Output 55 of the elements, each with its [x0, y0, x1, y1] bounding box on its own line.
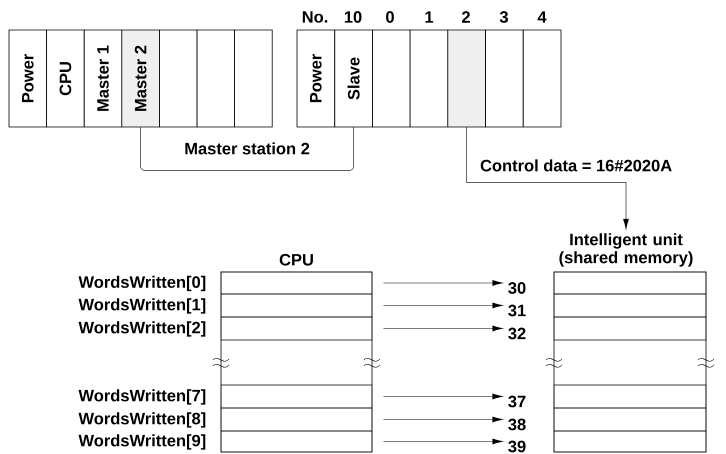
- row-label: WordsWritten[7]: [78, 389, 206, 405]
- module-slot: Slave: [334, 30, 373, 128]
- row-label: WordsWritten[0]: [78, 276, 206, 292]
- table-row: [554, 384, 706, 408]
- table-row: [554, 316, 706, 340]
- slot-number: 10: [344, 11, 362, 23]
- module-slot: [234, 30, 273, 128]
- table-row: [220, 294, 372, 318]
- module-slot: [447, 30, 486, 128]
- module-slot: [485, 30, 524, 128]
- row-label: WordsWritten[1]: [78, 298, 206, 314]
- table-row: [220, 384, 372, 408]
- slot-number: 2: [462, 11, 470, 23]
- address-number: 31: [508, 304, 526, 316]
- module-slot: CPU: [46, 30, 85, 128]
- module-slot: [522, 30, 562, 128]
- arrow: [383, 326, 503, 332]
- row-label: WordsWritten[8]: [78, 412, 206, 428]
- row-label: WordsWritten[9]: [78, 434, 206, 450]
- table-row: [554, 408, 706, 432]
- address-number: 37: [508, 396, 526, 408]
- arrow: [383, 394, 503, 400]
- table-row: [220, 430, 372, 452]
- slot-number: 3: [500, 11, 508, 23]
- slot-number: 4: [538, 11, 546, 23]
- module-slot: Power: [296, 30, 336, 128]
- edge-label: Control data = 16#2020A: [480, 159, 672, 172]
- module-slot: [196, 30, 235, 128]
- arrow: [383, 280, 503, 286]
- table-row: [554, 272, 706, 294]
- table-row: [554, 430, 706, 452]
- address-number: 32: [508, 328, 526, 340]
- arrow: [383, 438, 503, 444]
- edge-label: Master station 2: [185, 142, 310, 154]
- arrow: [383, 416, 503, 422]
- slot-number: No.: [302, 11, 328, 23]
- address-number: 39: [508, 440, 526, 452]
- slot-number: 1: [425, 11, 434, 23]
- arrow: [383, 302, 503, 308]
- arrow: [466, 127, 629, 230]
- slot-number: 0: [386, 11, 394, 23]
- row-label: WordsWritten[2]: [78, 321, 206, 337]
- module-slot: Master 2: [121, 30, 160, 128]
- table-heading: Intelligent unit (shared memory): [559, 233, 693, 267]
- table-row: [220, 316, 372, 340]
- table-row: [220, 408, 372, 432]
- address-number: 38: [508, 418, 526, 430]
- module-slot: [372, 30, 410, 128]
- address-number: 30: [508, 282, 526, 294]
- bracket-line: [140, 127, 354, 171]
- table-row: [554, 294, 706, 318]
- table-row: [220, 272, 372, 294]
- module-slot: [159, 30, 198, 128]
- module-slot: Power: [8, 30, 47, 128]
- table-heading: CPU: [280, 254, 313, 266]
